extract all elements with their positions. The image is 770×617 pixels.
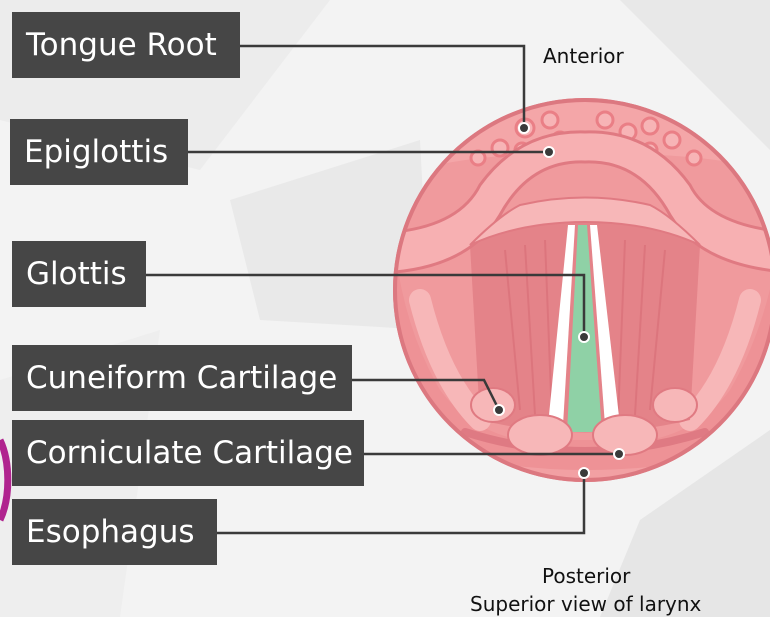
label-epiglottis: Epiglottis (10, 119, 188, 185)
label-esophagus: Esophagus (12, 499, 217, 565)
label-corniculate-cartilage: Corniculate Cartilage (12, 420, 364, 486)
cuneiform-left (471, 388, 515, 422)
label-glottis: Glottis (12, 241, 146, 307)
orientation-anterior: Anterior (543, 44, 624, 68)
corniculate-right (593, 415, 657, 455)
label-tongue-root: Tongue Root (12, 12, 240, 78)
orientation-posterior: Posterior (542, 564, 630, 588)
leader-tongue-root (240, 46, 524, 128)
figure-caption: Superior view of larynx (470, 592, 701, 616)
label-cuneiform-cartilage: Cuneiform Cartilage (12, 345, 352, 411)
cuneiform-right (653, 388, 697, 422)
corniculate-left (508, 415, 572, 455)
